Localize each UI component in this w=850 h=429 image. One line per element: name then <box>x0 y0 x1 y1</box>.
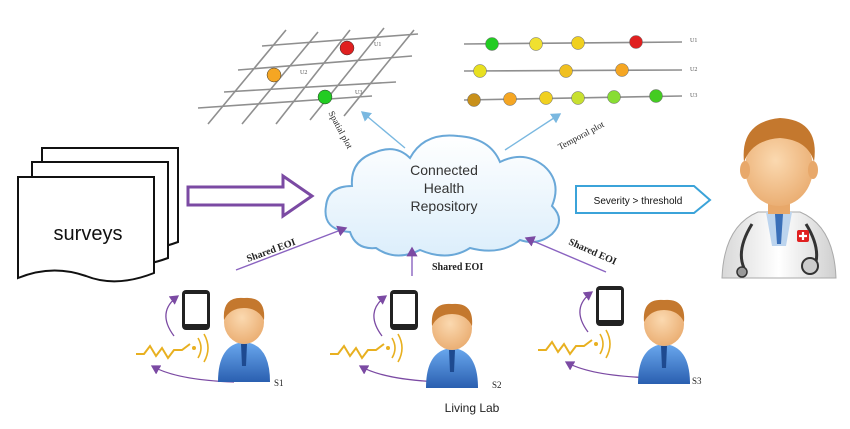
spatial-grid-line <box>207 29 287 125</box>
temporal-dot <box>529 37 543 51</box>
stethoscope-chestpiece <box>801 257 819 275</box>
shared-eoi-label-middle: Shared EOI <box>432 262 483 273</box>
signal-dot <box>386 346 390 350</box>
signal-dot <box>594 342 598 346</box>
doctor-face <box>745 130 813 206</box>
person-face <box>644 302 684 346</box>
temporal-dot <box>467 93 481 107</box>
spatial-grid-line <box>309 27 385 121</box>
temporal-dot <box>559 64 573 78</box>
spatial-grid-line <box>223 81 397 93</box>
temporal-dot <box>615 63 629 77</box>
temporal-plot <box>463 41 683 101</box>
sensor-to-phone-arrow <box>579 291 594 333</box>
person-hair <box>223 297 265 320</box>
signal-wave-icon <box>599 333 604 355</box>
person-tie <box>661 346 667 368</box>
sensor-signal-icon <box>330 343 385 360</box>
cloud-label-line1: Connected <box>410 162 478 178</box>
medical-cross-shape <box>799 232 807 240</box>
person-tie <box>449 350 455 372</box>
spatial-grid-line <box>197 95 373 109</box>
temporal-dots <box>467 35 663 107</box>
spatial-plot-label: Spatial plot <box>326 109 354 151</box>
survey-page-front <box>17 176 155 283</box>
surveys-to-cloud-arrow <box>186 173 315 219</box>
spatial-grid-line <box>343 29 415 117</box>
stethoscope-earpiece <box>736 266 748 278</box>
doctor-ear <box>740 161 750 179</box>
severity-label: Severity > threshold <box>594 196 683 207</box>
temporal-dot <box>649 89 663 103</box>
temporal-row-label: U2 <box>690 67 697 73</box>
signal-wave-icon <box>397 333 403 363</box>
subject-label: S2 <box>492 380 502 390</box>
spatial-grid-line <box>261 33 419 47</box>
temporal-dot <box>503 92 517 106</box>
spatial-dot-green <box>317 89 333 105</box>
signal-wave-icon <box>391 337 396 359</box>
signal-dot <box>192 346 196 350</box>
subject-label: S3 <box>692 376 702 386</box>
shared-eoi-label-left: Shared EOI <box>245 237 297 265</box>
temporal-dot <box>473 64 487 78</box>
spatial-row-label: U1 <box>374 42 381 48</box>
temporal-dot <box>485 37 499 51</box>
connected-health-repository-cloud: Connected Health Repository <box>324 134 560 257</box>
smartphone-screen <box>393 294 415 324</box>
person-tie <box>241 344 247 366</box>
cloud-label-line3: Repository <box>411 198 478 214</box>
subject-s2: S2 <box>330 290 502 390</box>
temporal-dot <box>607 90 621 104</box>
temporal-plot-label: Temporal plot <box>556 119 606 152</box>
cloud-to-temporal-arrow <box>504 113 562 151</box>
temporal-dot <box>571 36 585 50</box>
living-lab-label: Living Lab <box>445 401 500 415</box>
cloud-label-line2: Health <box>424 180 464 196</box>
living-lab-subjects: S1 S2 S3 <box>136 286 702 390</box>
subject-s3: S3 <box>538 286 702 386</box>
surveys-label: surveys <box>54 223 123 245</box>
smartphone-screen <box>185 294 207 324</box>
doctor-ear <box>808 161 818 179</box>
spatial-plot <box>197 27 419 125</box>
temporal-dot <box>571 91 585 105</box>
sensor-to-phone-arrow <box>373 295 388 337</box>
temporal-row-label: U3 <box>690 93 697 99</box>
subject-s1: S1 <box>136 290 284 388</box>
temporal-row-label: U1 <box>690 38 697 44</box>
cloud-to-spatial-arrow <box>360 111 406 149</box>
person-hair <box>643 299 685 322</box>
person-hair <box>431 303 473 326</box>
severity-threshold-box: Severity > threshold <box>575 185 712 214</box>
sensor-signal-icon <box>136 343 191 360</box>
spatial-row-label: U2 <box>300 70 307 76</box>
temporal-dot <box>629 35 643 49</box>
person-face <box>432 306 472 350</box>
s3-shared-eoi-arrow <box>524 236 607 273</box>
subject-label: S1 <box>274 378 284 388</box>
doctor-hair <box>743 118 815 162</box>
doctor-tie <box>775 214 783 244</box>
spatial-dot-orange <box>266 67 282 83</box>
spatial-row-label: U3 <box>355 90 362 96</box>
spatial-grid-line <box>275 29 351 125</box>
shared-eoi-label-right: Shared EOI <box>567 237 618 268</box>
severity-box-shape <box>575 185 712 214</box>
smartphone-screen <box>599 290 621 320</box>
temporal-dot <box>539 91 553 105</box>
person-face <box>224 300 264 344</box>
sensor-signal-icon <box>538 339 593 356</box>
sensor-to-phone-arrow <box>165 295 180 337</box>
signal-wave-icon <box>197 337 202 359</box>
signal-wave-icon <box>605 329 611 359</box>
doctor-avatar <box>721 118 837 279</box>
cloud-shape <box>324 134 560 257</box>
s1-shared-eoi-arrow <box>235 225 348 271</box>
surveys-stack: surveys <box>17 147 179 283</box>
spatial-dot-red <box>339 40 355 56</box>
signal-wave-icon <box>203 333 209 363</box>
temporal-row-line <box>463 69 683 72</box>
